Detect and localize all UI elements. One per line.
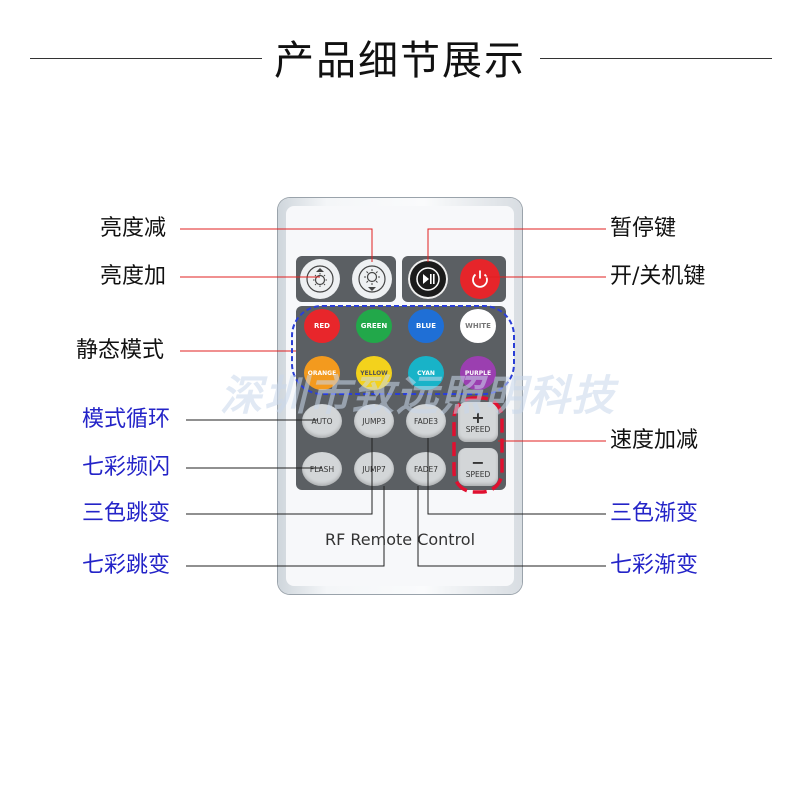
jump7-button[interactable]: JUMP7 xyxy=(354,452,394,486)
sun-bright-icon xyxy=(358,265,386,293)
orange-button[interactable]: ORANGE xyxy=(304,356,340,390)
speed-minus-button[interactable]: − SPEED xyxy=(458,448,498,486)
sun-dim-icon xyxy=(306,265,334,293)
leader-brightness-down xyxy=(180,228,373,262)
purple-button[interactable]: PURPLE xyxy=(460,356,496,390)
brightness-up-button[interactable] xyxy=(352,259,392,299)
fade7-button[interactable]: FADE7 xyxy=(406,452,446,486)
label-static-mode: 静态模式 xyxy=(76,338,165,363)
title-rule-left xyxy=(30,58,262,59)
static-mode-highlight xyxy=(291,305,515,395)
page-title: 产品细节展示 xyxy=(274,38,526,84)
leader-pause xyxy=(427,228,606,262)
red-button[interactable]: RED xyxy=(304,309,340,343)
power-button[interactable] xyxy=(460,259,500,299)
leader-jump7 xyxy=(186,486,385,567)
speed-highlight xyxy=(452,396,504,494)
green-button[interactable]: GREEN xyxy=(356,309,392,343)
power-icon xyxy=(472,270,488,288)
blue-button[interactable]: BLUE xyxy=(408,309,444,343)
jump3-button[interactable]: JUMP3 xyxy=(354,404,394,438)
watermark: 深圳市致远照明科技 xyxy=(220,371,617,420)
play-pause-button[interactable] xyxy=(408,259,448,299)
label-seven-color-flash: 七彩频闪 xyxy=(82,455,171,480)
label-brightness-up: 亮度加 xyxy=(100,264,167,289)
flash-button[interactable]: FLASH xyxy=(302,452,342,486)
auto-button[interactable]: AUTO xyxy=(302,404,342,438)
leader-fade3 xyxy=(427,438,606,515)
label-power-key: 开/关机键 xyxy=(610,264,706,289)
label-brightness-down: 亮度减 xyxy=(100,216,167,241)
fade3-button[interactable]: FADE3 xyxy=(406,404,446,438)
label-speed-adjust: 速度加减 xyxy=(610,428,699,453)
label-pause-key: 暂停键 xyxy=(610,216,677,241)
white-button[interactable]: WHITE xyxy=(460,309,496,343)
speed-plus-button[interactable]: + SPEED xyxy=(458,402,498,442)
remote-brand-text: RF Remote Control xyxy=(324,530,476,549)
label-three-color-jump: 三色跳变 xyxy=(82,501,171,526)
label-seven-color-jump: 七彩跳变 xyxy=(82,553,171,578)
play-pause-icon xyxy=(416,267,440,291)
label-mode-cycle: 模式循环 xyxy=(82,407,171,432)
brightness-down-button[interactable] xyxy=(300,259,340,299)
label-three-color-fade: 三色渐变 xyxy=(610,501,699,526)
leader-jump3 xyxy=(186,438,373,515)
leader-fade7 xyxy=(417,486,606,567)
yellow-button[interactable]: YELLOW xyxy=(356,356,392,390)
label-seven-color-fade: 七彩渐变 xyxy=(610,553,699,578)
title-rule-right xyxy=(540,58,772,59)
cyan-button[interactable]: CYAN xyxy=(408,356,444,390)
